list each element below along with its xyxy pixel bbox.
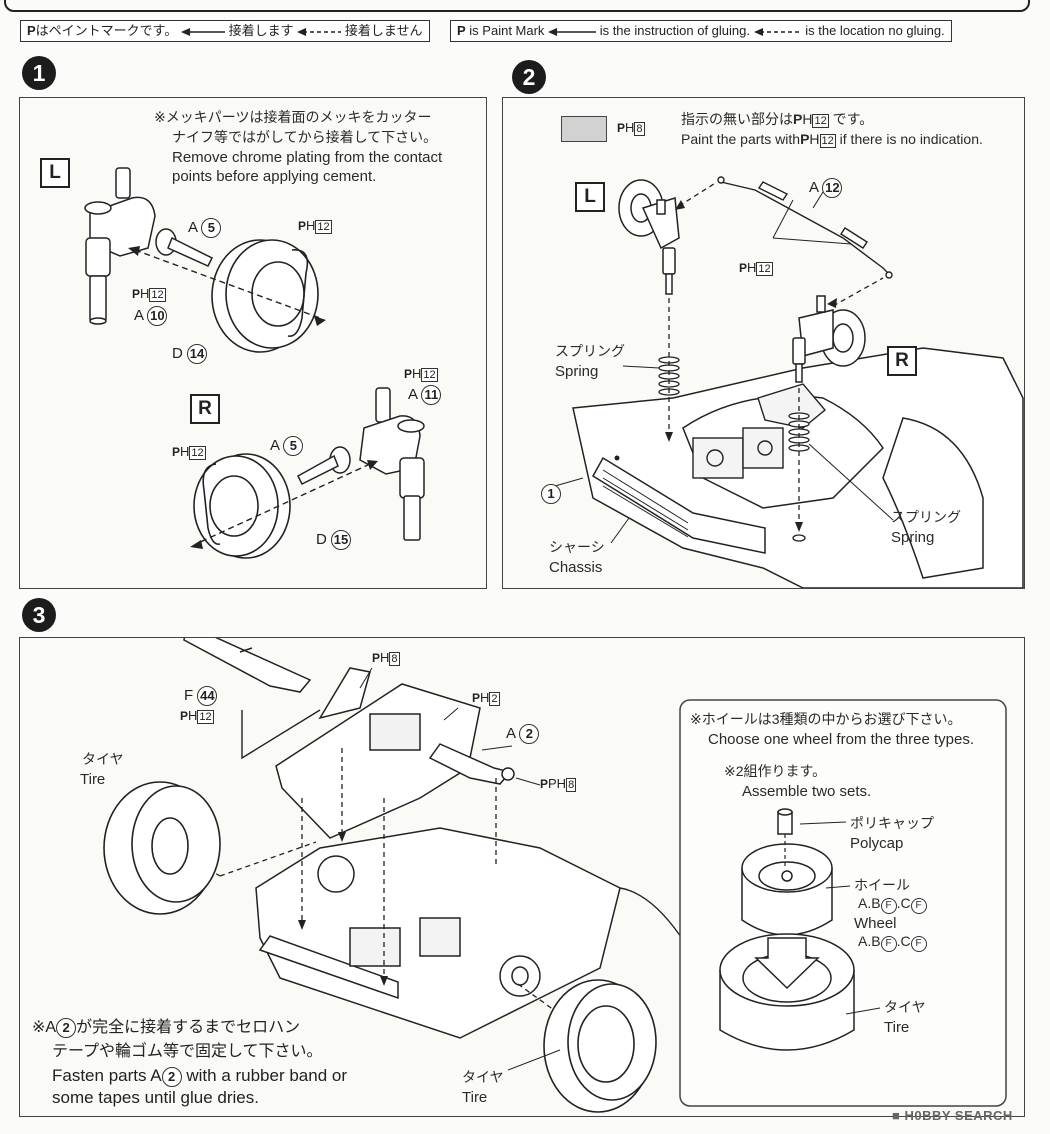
paint-mark-icon: P	[27, 23, 36, 38]
step-3-number: 3	[22, 598, 56, 632]
paint-mark-icon: P	[457, 23, 466, 38]
shop-bag-icon: ■	[892, 1108, 901, 1123]
polycap-label-en: Polycap	[850, 835, 904, 852]
wheel-note-en: Choose one wheel from the three types.	[708, 731, 974, 748]
step-2-diagram	[547, 176, 1024, 588]
step-1-number: 1	[22, 56, 56, 90]
spring-label-jp-right: スプリング	[891, 509, 961, 525]
tire-label-jp-left: タイヤ	[82, 751, 124, 767]
step-2-number: 2	[512, 60, 546, 94]
part-a5-right: A 5	[270, 436, 304, 456]
chrome-note-en-2: points before applying cement.	[172, 168, 377, 185]
right-side-label: R	[887, 346, 917, 376]
watermark-logo: ■ H0BBY SEARCH	[892, 1108, 1013, 1123]
chassis-label-jp: シャーシ	[549, 539, 605, 555]
spring-label-jp-left: スプリング	[555, 343, 625, 359]
no-glue-arrow-icon	[297, 27, 342, 36]
part-1-chassis: 1	[541, 484, 561, 504]
no-glue-arrow-icon	[753, 27, 802, 36]
left-side-label: L	[575, 182, 605, 212]
polycap-label-jp: ポリキャップ	[850, 815, 934, 831]
spring-label-en-left: Spring	[555, 363, 599, 380]
tire-label-jp-right: タイヤ	[462, 1069, 504, 1085]
wheel-label-jp: ホイール	[854, 877, 910, 893]
part-f44: F 44	[184, 686, 218, 706]
fasten-note-en-2: some tapes until glue dries.	[52, 1088, 259, 1107]
wheel-note-jp: ※ホイールは3種類の中からお選び下さい。	[690, 711, 962, 727]
fasten-note-jp-2: テープや輪ゴム等で固定して下さい。	[52, 1043, 323, 1060]
left-side-label: L	[40, 158, 70, 188]
chrome-note-en-1: Remove chrome plating from the contact	[172, 149, 443, 166]
tire-label-en-inset: Tire	[884, 1019, 910, 1036]
part-a5-left: A 5	[188, 218, 222, 238]
step-1-panel: ※メッキパーツは接着面のメッキをカッター ナイフ等ではがしてから接着して下さい。…	[19, 97, 487, 589]
sets-note-jp: ※2組作ります。	[724, 763, 827, 779]
part-a11: A 11	[408, 385, 442, 405]
paint-swatch	[561, 116, 607, 142]
spring-label-en-right: Spring	[891, 529, 935, 546]
right-side-label: R	[190, 394, 220, 424]
step-3-diagram	[103, 638, 1007, 1113]
tire-label-en-left: Tire	[80, 771, 106, 788]
part-a2: A 2	[506, 724, 540, 744]
legend-en: P is Paint Mark is the instruction of gl…	[450, 20, 952, 42]
part-a12: A 12	[809, 178, 843, 198]
legend-jp: Pはペイントマークです。 接着します 接着しません	[20, 20, 430, 42]
chrome-note-jp-2: ナイフ等ではがしてから接着して下さい。	[172, 129, 438, 145]
part-a10: A 10	[134, 306, 168, 326]
top-frame	[4, 0, 1030, 12]
step-1-diagram	[84, 167, 425, 559]
chrome-note-jp-1: ※メッキパーツは接着面のメッキをカッター	[154, 109, 432, 125]
tire-label-en-right: Tire	[462, 1089, 488, 1106]
tire-label-jp-inset: タイヤ	[884, 999, 926, 1015]
wheel-label-en: Wheel	[854, 915, 897, 932]
glue-arrow-icon	[181, 27, 225, 36]
part-d15: D 15	[316, 530, 352, 550]
part-d14: D 14	[172, 344, 208, 364]
glue-arrow-icon	[548, 27, 597, 36]
sets-note-en: Assemble two sets.	[742, 783, 872, 800]
chassis-label-en: Chassis	[549, 559, 603, 576]
